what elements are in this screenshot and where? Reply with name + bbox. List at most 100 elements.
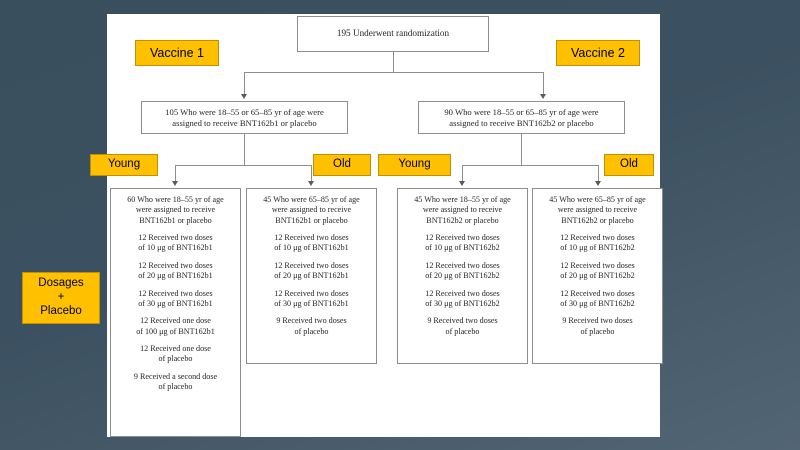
dose-entry-line: of placebo bbox=[158, 354, 193, 364]
dose-entry-line: of placebo bbox=[580, 326, 615, 336]
dose-entry: 12 Received one dose of 100 μg of BNT162… bbox=[118, 316, 233, 337]
column-header-line: BNT162b1 or placebo bbox=[275, 215, 348, 225]
connector-top-left-drop bbox=[244, 72, 245, 94]
node-randomization: 195 Underwent randomization bbox=[297, 16, 489, 52]
connector-col3-drop bbox=[598, 165, 599, 181]
dose-entry-line: 12 Received two doses bbox=[560, 260, 635, 270]
callout-dosages-line-2: + bbox=[57, 291, 65, 304]
callout-vaccine-1[interactable]: Vaccine 1 bbox=[135, 40, 219, 66]
node-bnt162b2-line-1: 90 Who were 18–55 or 65–85 yr of age wer… bbox=[444, 106, 599, 117]
node-bnt162b1-line-2: assigned to receive BNT162b1 or placebo bbox=[172, 117, 317, 128]
callout-vaccine-2[interactable]: Vaccine 2 bbox=[556, 40, 640, 66]
node-bnt162b2-line-2: assigned to receive BNT162b2 or placebo bbox=[449, 117, 594, 128]
dose-entry: 12 Received two doses of 10 μg of BNT162… bbox=[254, 233, 369, 254]
column-header-line: BNT162b2 or placebo bbox=[561, 215, 634, 225]
dose-entry-line: of placebo bbox=[294, 326, 329, 336]
callout-dosages-line-3: Placebo bbox=[40, 304, 82, 317]
callout-old-right[interactable]: Old bbox=[604, 154, 654, 176]
callout-young-right[interactable]: Young bbox=[378, 154, 451, 176]
dose-entry-line: of 100 μg of BNT162b1 bbox=[136, 326, 215, 336]
dose-entry-line: 12 Received two doses bbox=[560, 233, 635, 243]
connector-col1-drop bbox=[311, 165, 312, 181]
dose-entry-line: 12 Received two doses bbox=[274, 288, 349, 298]
dose-entry-line: 12 Received one dose bbox=[140, 316, 211, 326]
dose-entry-line: 9 Received two doses bbox=[276, 316, 347, 326]
dose-entry-line: 12 Received one dose bbox=[140, 343, 211, 353]
node-column-b2-young: 45 Who were 18–55 yr of age were assigne… bbox=[397, 188, 528, 364]
dose-entry: 9 Received two doses of placebo bbox=[405, 316, 520, 337]
connector-midleft-bar bbox=[175, 165, 312, 166]
dose-entry-line: 12 Received two doses bbox=[560, 288, 635, 298]
dose-entry: 12 Received two doses of 30 μg of BNT162… bbox=[118, 289, 233, 310]
connector-midright-bar bbox=[462, 165, 598, 166]
callout-old-right-label: Old bbox=[620, 158, 638, 171]
dose-entry-line: of 20 μg of BNT162b2 bbox=[560, 271, 635, 281]
dose-entry-line: 12 Received two doses bbox=[274, 260, 349, 270]
arrow-to-col0 bbox=[172, 181, 178, 186]
node-bnt162b1-line-1: 105 Who were 18–55 or 65–85 yr of age we… bbox=[165, 106, 324, 117]
column-header: 45 Who were 65–85 yr of age were assigne… bbox=[254, 195, 369, 226]
connector-midleft-stem bbox=[244, 134, 245, 165]
column-header-line: 45 Who were 65–85 yr of age bbox=[263, 195, 360, 204]
dose-entry-line: 12 Received two doses bbox=[274, 233, 349, 243]
dose-entry-line: 12 Received two doses bbox=[138, 233, 213, 243]
dose-entry-line: of 10 μg of BNT162b1 bbox=[274, 243, 349, 253]
dose-entry-line: of 20 μg of BNT162b1 bbox=[138, 271, 213, 281]
dose-entry: 12 Received two doses of 20 μg of BNT162… bbox=[118, 261, 233, 282]
node-bnt162b2-group: 90 Who were 18–55 or 65–85 yr of age wer… bbox=[418, 101, 625, 134]
dose-entry: 12 Received two doses of 20 μg of BNT162… bbox=[254, 261, 369, 282]
node-bnt162b1-group: 105 Who were 18–55 or 65–85 yr of age we… bbox=[141, 101, 348, 134]
node-column-b1-young: 60 Who were 18–55 yr of age were assigne… bbox=[110, 188, 241, 437]
dose-entry-line: 12 Received two doses bbox=[138, 260, 213, 270]
dose-entry-line: of 30 μg of BNT162b2 bbox=[425, 298, 500, 308]
column-header-line: were assigned to receive bbox=[557, 205, 638, 215]
callout-vaccine-2-label: Vaccine 2 bbox=[571, 45, 625, 60]
dose-entry-line: of placebo bbox=[158, 382, 193, 392]
arrow-to-mid-left bbox=[241, 94, 247, 99]
dose-entry: 9 Received two doses of placebo bbox=[540, 316, 655, 337]
dose-entry-line: 9 Received two doses bbox=[427, 316, 498, 326]
callout-dosages-placebo[interactable]: Dosages + Placebo bbox=[22, 272, 100, 324]
callout-dosages-line-1: Dosages bbox=[38, 277, 84, 290]
callout-old-left[interactable]: Old bbox=[313, 154, 371, 176]
column-header-line: BNT162b2 or placebo bbox=[426, 215, 499, 225]
dose-entry-line: of 10 μg of BNT162b2 bbox=[425, 243, 500, 253]
callout-young-left-label: Young bbox=[107, 158, 141, 171]
column-header-line: were assigned to receive bbox=[422, 205, 503, 215]
callout-young-left[interactable]: Young bbox=[90, 154, 158, 176]
column-header: 45 Who were 18–55 yr of age were assigne… bbox=[405, 195, 520, 226]
dose-entry: 12 Received one dose of placebo bbox=[118, 344, 233, 365]
node-randomization-text: 195 Underwent randomization bbox=[336, 28, 450, 39]
dose-entry: 12 Received two doses of 30 μg of BNT162… bbox=[254, 289, 369, 310]
node-column-b1-old: 45 Who were 65–85 yr of age were assigne… bbox=[246, 188, 377, 364]
callout-vaccine-1-label: Vaccine 1 bbox=[150, 45, 204, 60]
dose-entry: 12 Received two doses of 10 μg of BNT162… bbox=[118, 233, 233, 254]
column-header-line: were assigned to receive bbox=[135, 205, 216, 215]
arrow-to-mid-right bbox=[540, 94, 546, 99]
dose-entry-line: 12 Received two doses bbox=[425, 233, 500, 243]
arrow-to-col1 bbox=[308, 181, 314, 186]
dose-entry-line: of placebo bbox=[445, 326, 480, 336]
node-column-b2-old: 45 Who were 65–85 yr of age were assigne… bbox=[532, 188, 663, 364]
column-header: 45 Who were 65–85 yr of age were assigne… bbox=[540, 195, 655, 226]
dose-entry-line: of 10 μg of BNT162b1 bbox=[138, 243, 213, 253]
connector-col2-drop bbox=[462, 165, 463, 181]
dose-entry: 12 Received two doses of 20 μg of BNT162… bbox=[405, 261, 520, 282]
dose-entry-line: 12 Received two doses bbox=[138, 288, 213, 298]
dose-entry: 12 Received two doses of 20 μg of BNT162… bbox=[540, 261, 655, 282]
dose-entry-line: of 20 μg of BNT162b1 bbox=[274, 271, 349, 281]
dose-entry: 12 Received two doses of 10 μg of BNT162… bbox=[540, 233, 655, 254]
column-header-line: 60 Who were 18–55 yr of age bbox=[127, 195, 224, 204]
column-header-line: were assigned to receive bbox=[271, 205, 352, 215]
connector-top-stem bbox=[393, 52, 394, 72]
callout-young-right-label: Young bbox=[398, 158, 431, 171]
dose-entry: 12 Received two doses of 30 μg of BNT162… bbox=[405, 289, 520, 310]
dose-entry: 9 Received a second dose of placebo bbox=[118, 372, 233, 393]
connector-top-bar bbox=[244, 72, 543, 73]
dose-entry-line: of 20 μg of BNT162b2 bbox=[425, 271, 500, 281]
dose-entry-line: 9 Received a second dose bbox=[133, 371, 218, 381]
dose-entry: 12 Received two doses of 30 μg of BNT162… bbox=[540, 289, 655, 310]
connector-midright-stem bbox=[521, 134, 522, 165]
dose-entry-line: 12 Received two doses bbox=[425, 260, 500, 270]
